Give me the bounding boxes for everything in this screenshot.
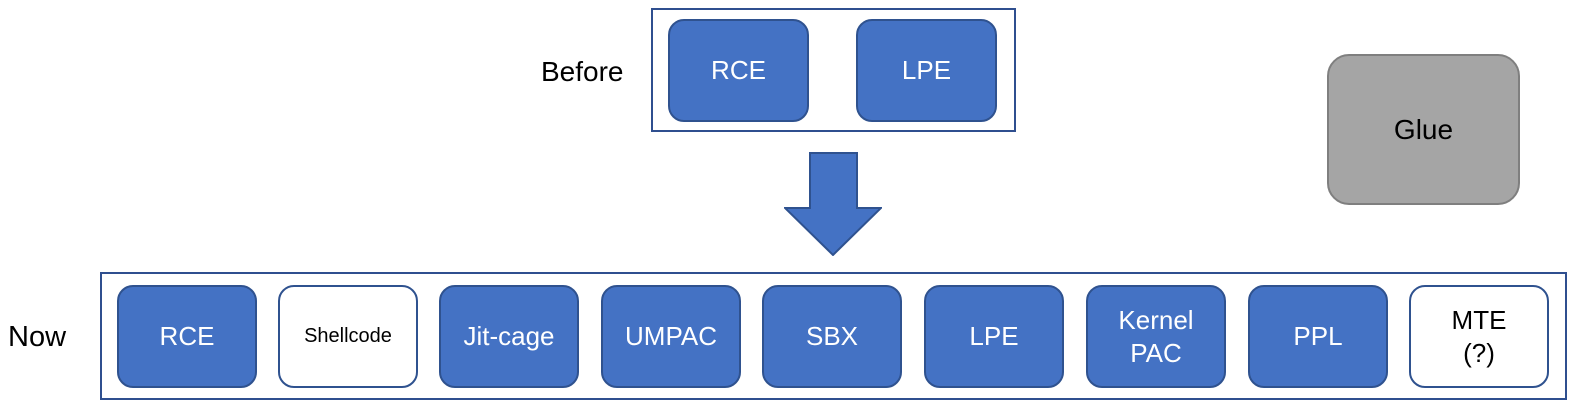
now-label: Now	[8, 321, 67, 353]
now-shellcode-block: Shellcode	[278, 285, 418, 388]
before-label: Before	[541, 56, 624, 87]
down-arrow-icon	[784, 152, 882, 256]
now-sbx-block: SBX	[762, 285, 902, 388]
before-lpe-block: LPE	[856, 19, 997, 122]
glue-block: Glue	[1327, 54, 1520, 205]
now-lpe-block: LPE	[924, 285, 1064, 388]
before-rce-block: RCE	[668, 19, 809, 122]
now-jit-cage-block: Jit-cage	[439, 285, 579, 388]
now-kernel-pac-block: Kernel PAC	[1086, 285, 1226, 388]
now-umpac-block: UMPAC	[601, 285, 741, 388]
now-rce-block: RCE	[117, 285, 257, 388]
now-ppl-block: PPL	[1248, 285, 1388, 388]
now-mte-block: MTE (?)	[1409, 285, 1549, 388]
